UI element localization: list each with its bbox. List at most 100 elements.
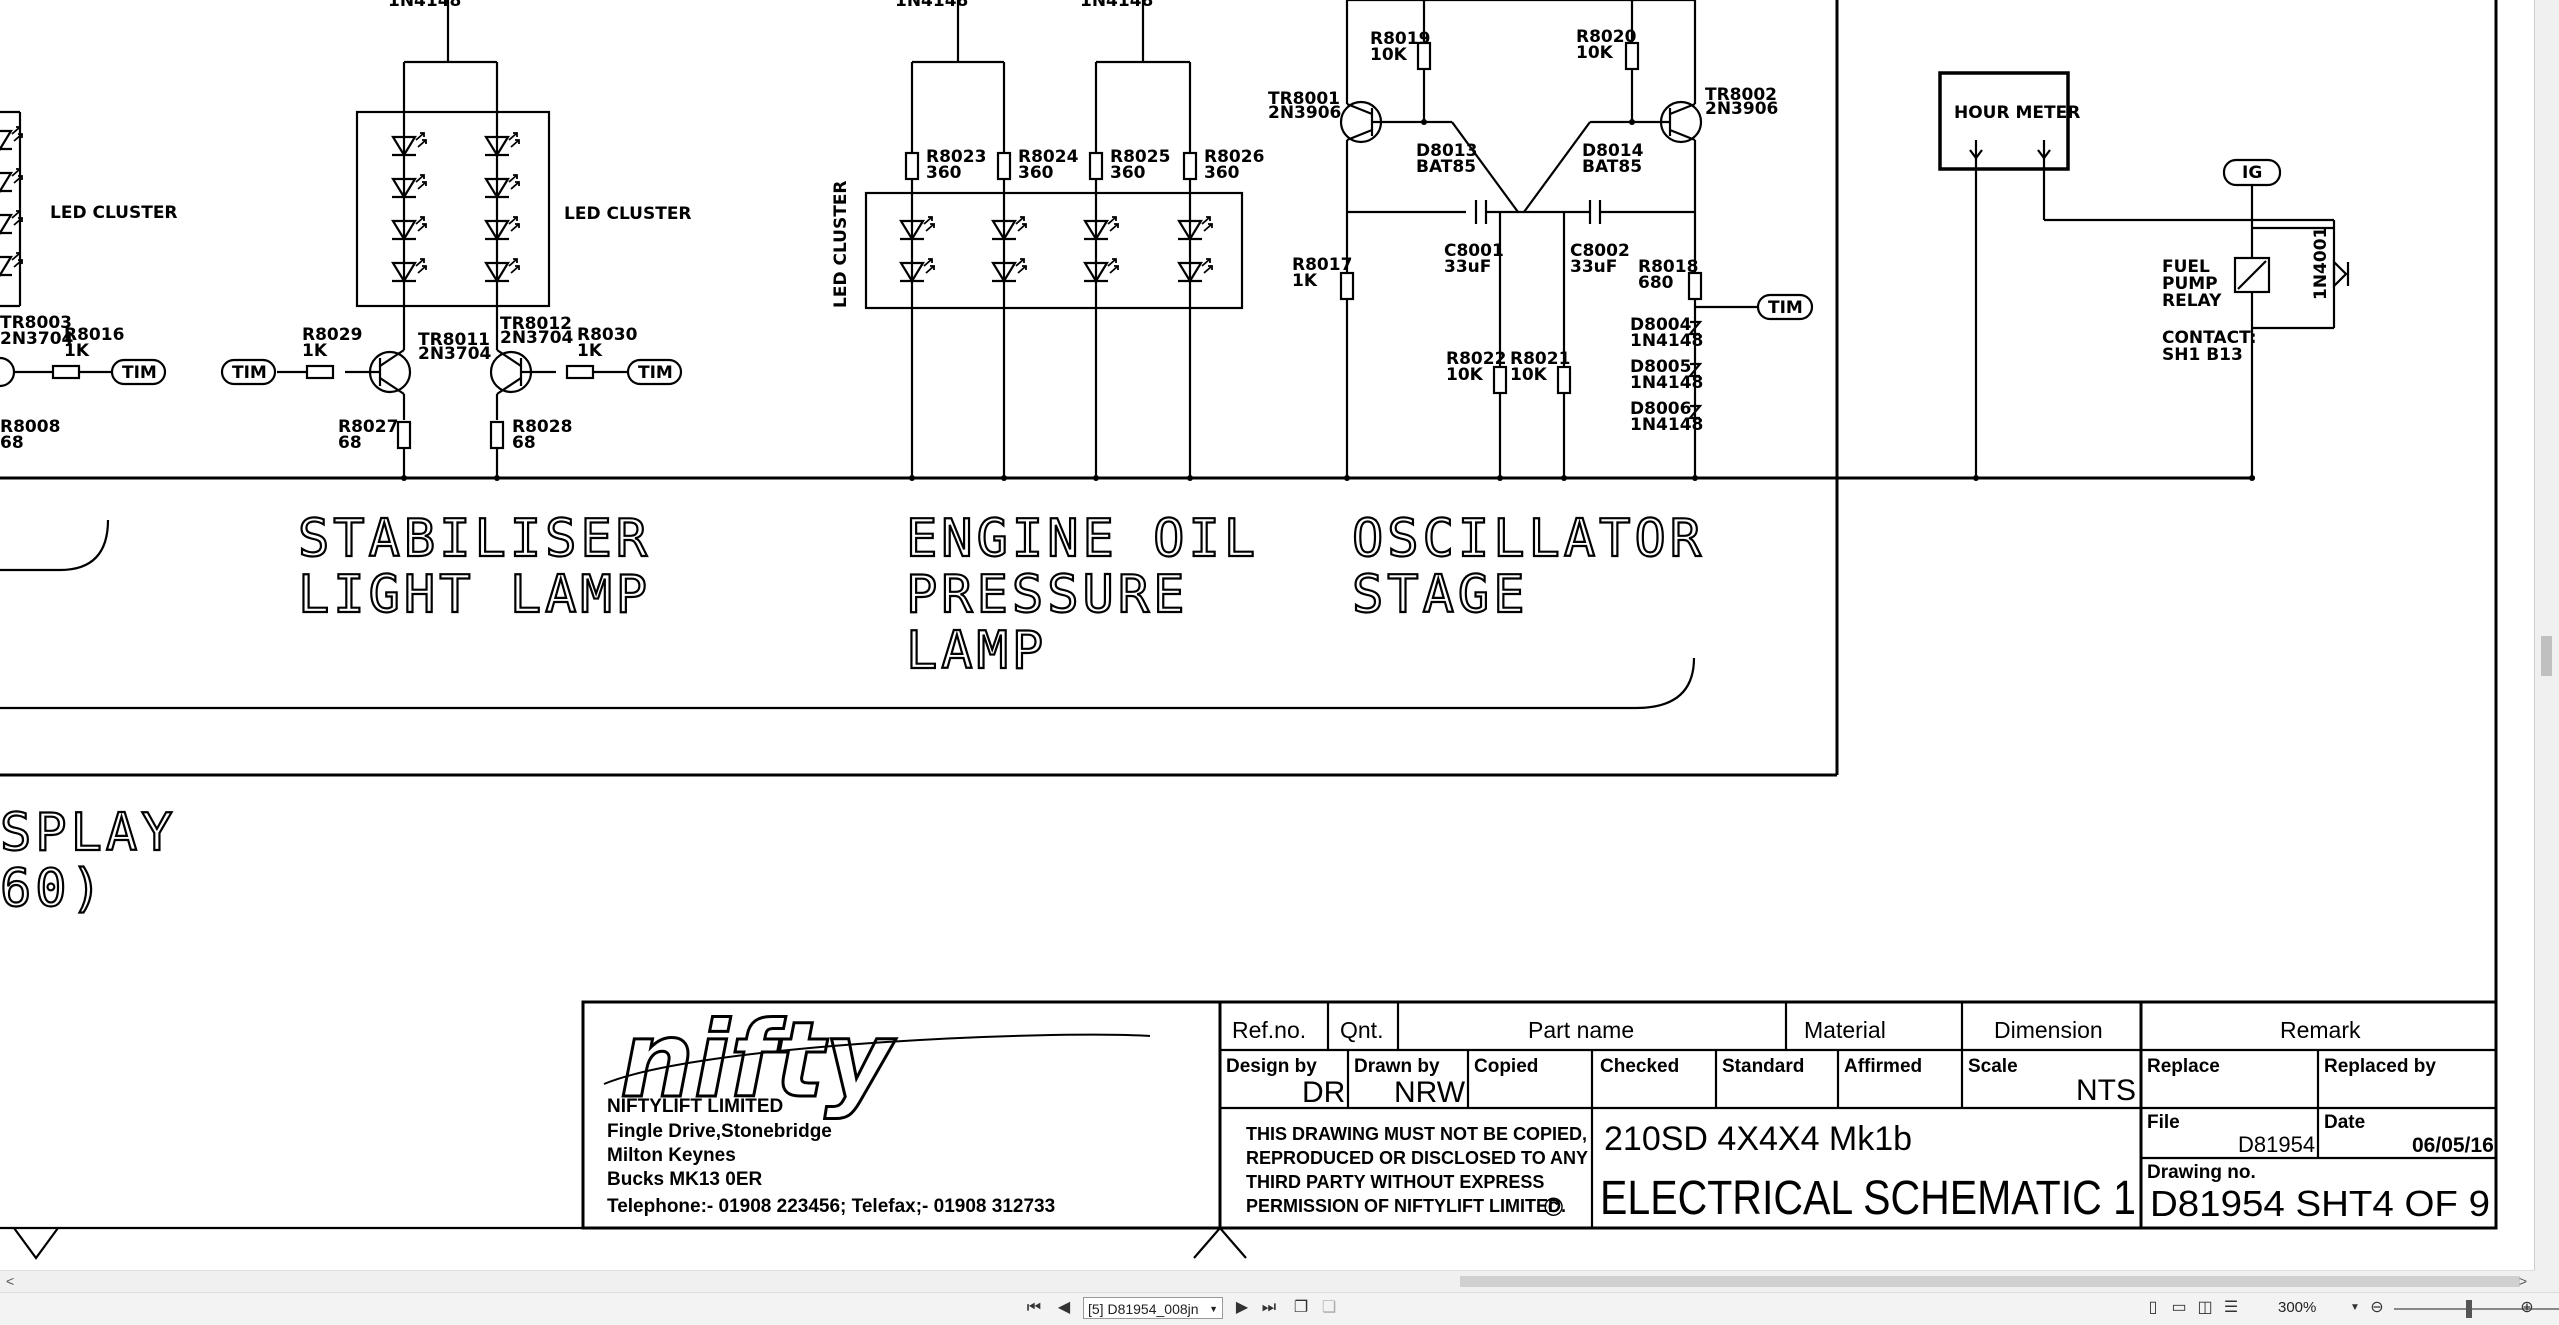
transistor-type: 2N3704 [0, 329, 74, 349]
diode-type: BAT85 [1582, 157, 1642, 177]
relay-label: PUMP [2162, 274, 2218, 294]
resistor-value: 1K [302, 341, 328, 361]
resistor-value: 360 [1018, 163, 1054, 183]
resistor-value: 1K [577, 341, 603, 361]
resistor-value: 360 [926, 163, 962, 183]
engine-led-branches [910, 62, 1192, 478]
led-cluster-label: LED CLUSTER [564, 204, 692, 224]
zoom-dropdown-icon[interactable]: ▼ [2350, 1302, 2360, 1313]
affirmed-label: Affirmed [1844, 1056, 1922, 1077]
diode-label: 1N4148 [1080, 0, 1153, 11]
transistor-type: 2N3906 [1268, 103, 1341, 123]
header-material: Material [1804, 1017, 1886, 1043]
resistor-label: R8016 [64, 325, 124, 345]
transistor-label: TR8012 [500, 314, 572, 334]
horizontal-scrollbar[interactable] [0, 1270, 2535, 1293]
tile-window-icon[interactable]: ❏ [1321, 1299, 1337, 1316]
new-window-icon[interactable]: ❐ [1293, 1299, 1309, 1316]
last-page-button[interactable]: ⏭ [1261, 1299, 1277, 1316]
header-qnt: Qnt. [1340, 1017, 1383, 1043]
header-remark: Remark [2280, 1017, 2361, 1043]
prev-page-button[interactable]: ◀ [1057, 1299, 1071, 1316]
document-viewport[interactable]: 1N4148 LED CLUSTER TR8003 2N3704 R8016 1… [0, 0, 2535, 1270]
drawing-no-label: Drawing no. [2147, 1162, 2256, 1183]
copyright-notice: PERMISSION OF NIFTYLIFT LIMITED. [1246, 1196, 1566, 1216]
file-label: File [2147, 1112, 2180, 1133]
transistor-label: TR8002 [1705, 85, 1777, 105]
resistor-value: 68 [512, 433, 536, 453]
resistor-label: R8008 [0, 417, 60, 437]
diode-label: D8013 [1416, 141, 1477, 161]
resistor-label: R8024 [1018, 147, 1079, 167]
zoom-slider[interactable] [2394, 1308, 2559, 1310]
copyright-notice: REPRODUCED OR DISCLOSED TO ANY [1246, 1148, 1588, 1168]
tim-connector: TIM [232, 363, 267, 383]
section-title: 60) [0, 859, 106, 919]
copied-label: Copied [1474, 1056, 1538, 1077]
resistor-label: R8021 [1510, 349, 1570, 369]
status-bar: ⏮ ◀ [5] D81954_008jn▼ ▶ ⏭ ❐ ❏ ▯ ▭ ◫ ☰ 30… [0, 1292, 2559, 1325]
title-block: nifty NIFTYLIFT LIMITED Fingle Drive,Sto… [581, 998, 2498, 1230]
scroll-left-icon[interactable]: < [6, 1273, 15, 1289]
vertical-scroll-thumb[interactable] [2541, 636, 2552, 676]
capacitor-label: C8001 [1444, 241, 1504, 261]
capacitor-value: 33uF [1444, 257, 1491, 277]
vertical-scrollbar[interactable] [2534, 0, 2559, 1270]
resistor-label: R8028 [512, 417, 572, 437]
facing-view-icon[interactable]: ◫ [2197, 1299, 2213, 1316]
first-page-button[interactable]: ⏮ [1026, 1299, 1042, 1316]
transistor-label: TR8001 [1268, 89, 1340, 109]
file-value: D81954 [2238, 1132, 2315, 1157]
resistor-value: 1K [1292, 271, 1318, 291]
section-title: STABILISER [298, 509, 651, 569]
scale-label: Scale [1968, 1056, 2018, 1077]
resistor-value: 68 [0, 433, 24, 453]
drawn-by-value: NRW [1394, 1076, 1466, 1109]
capacitor-label: C8002 [1570, 241, 1630, 261]
next-page-button[interactable]: ▶ [1235, 1299, 1249, 1316]
transistor-label: TR8003 [0, 313, 72, 333]
resistor-label: R8020 [1576, 27, 1637, 47]
scale-value: NTS [2076, 1074, 2136, 1107]
copyright-icon: © [1544, 1192, 1563, 1222]
company-telephone: Telephone:- 01908 223456; Telefax;- 0190… [607, 1196, 1055, 1217]
horizontal-scroll-thumb[interactable] [1460, 1276, 2520, 1287]
diode-label: D8005 [1630, 357, 1691, 377]
zoom-slider-handle[interactable] [2466, 1300, 2472, 1318]
page-select-value: [5] D81954_008jn [1088, 1301, 1199, 1317]
company-name: NIFTYLIFT LIMITED [607, 1096, 783, 1117]
single-page-view-icon[interactable]: ▯ [2148, 1299, 2158, 1316]
contact-ref: SH1 B13 [2162, 345, 2243, 365]
continuous-facing-view-icon[interactable]: ☰ [2223, 1299, 2239, 1316]
diode-type: BAT85 [1416, 157, 1476, 177]
tim-connector: TIM [638, 363, 673, 383]
date-label: Date [2324, 1112, 2365, 1133]
resistor-label: R8027 [338, 417, 398, 437]
zoom-level[interactable]: 300% [2278, 1299, 2317, 1316]
resistor-label: R8018 [1638, 257, 1698, 277]
section-title: SPLAY [0, 803, 177, 863]
header-ref-no: Ref.no. [1232, 1017, 1306, 1043]
resistor-label: R8025 [1110, 147, 1170, 167]
resistor-label: R8029 [302, 325, 362, 345]
section-title: LIGHT LAMP [298, 565, 651, 625]
drawn-by-label: Drawn by [1354, 1056, 1440, 1077]
zoom-in-button[interactable]: ⊕ [2520, 1299, 2534, 1316]
resistor-label: R8023 [926, 147, 986, 167]
diode-label: 1N4148 [895, 0, 968, 11]
design-by-value: DR [1302, 1076, 1345, 1109]
diode-type: 1N4148 [1630, 373, 1703, 393]
continuous-view-icon[interactable]: ▭ [2171, 1299, 2187, 1316]
page-select[interactable]: [5] D81954_008jn▼ [1083, 1297, 1223, 1319]
resistor-value: 10K [1510, 365, 1548, 385]
design-by-label: Design by [1226, 1056, 1317, 1077]
resistor-value: 68 [338, 433, 362, 453]
model-name: 210SD 4X4X4 Mk1b [1604, 1120, 1912, 1158]
scroll-right-icon[interactable]: > [2518, 1273, 2527, 1289]
resistor-label: R8019 [1370, 29, 1430, 49]
resistor-value: 360 [1110, 163, 1146, 183]
resistor-value: 680 [1638, 273, 1674, 293]
schematic-drawing: 1N4148 LED CLUSTER TR8003 2N3704 R8016 1… [0, 0, 2498, 1260]
zoom-out-button[interactable]: ⊖ [2370, 1299, 2384, 1316]
header-dimension: Dimension [1994, 1017, 2103, 1043]
